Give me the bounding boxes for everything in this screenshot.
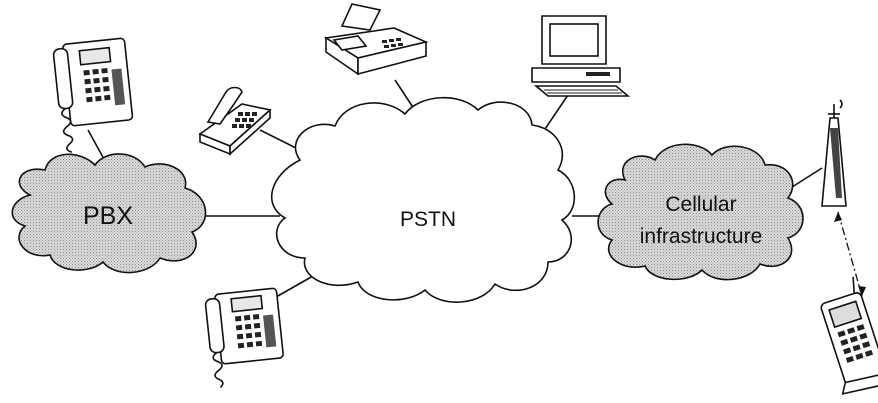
mobile-phone-icon bbox=[820, 276, 878, 395]
link-handset-to-pstn bbox=[259, 129, 301, 151]
pbx-cloud: PBX bbox=[11, 153, 207, 274]
desk-phone-icon bbox=[52, 37, 134, 153]
wireless-link bbox=[834, 211, 866, 297]
cellular-label-line2: infrastructure bbox=[640, 225, 763, 248]
cellular-cloud: Cellular infrastructure bbox=[597, 143, 804, 281]
fax-machine-icon bbox=[323, 3, 429, 76]
cell-tower-icon bbox=[821, 99, 847, 207]
cellular-label-line1: Cellular bbox=[665, 193, 736, 216]
pstn-label: PSTN bbox=[400, 208, 456, 231]
computer-icon bbox=[531, 15, 631, 97]
pbx-label: PBX bbox=[83, 202, 133, 230]
desk-phone-icon bbox=[204, 287, 284, 389]
pstn-cloud: PSTN bbox=[270, 96, 576, 303]
handset-phone-icon bbox=[198, 86, 272, 156]
